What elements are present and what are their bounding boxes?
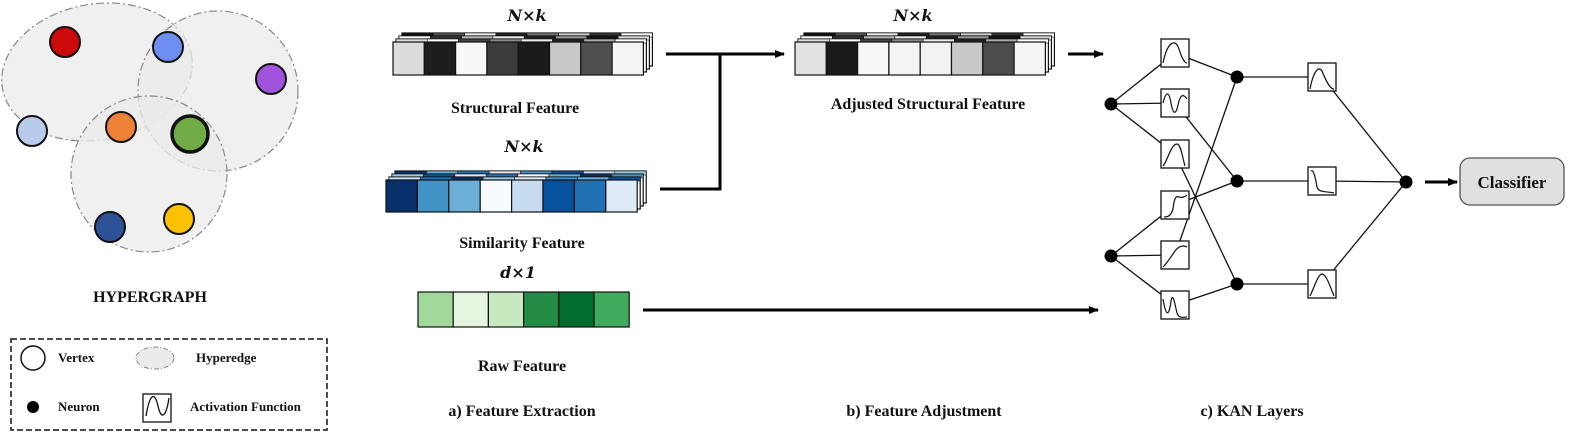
similarity-feature-cell bbox=[605, 179, 638, 213]
structural-feature-stack bbox=[392, 32, 653, 76]
adjusted-feature-cell bbox=[825, 41, 859, 76]
kan-edge bbox=[1174, 76, 1238, 256]
vertex-light-blue bbox=[16, 115, 48, 147]
neuron-node bbox=[1104, 97, 1118, 111]
similarity-feature-cell bbox=[542, 179, 575, 213]
vertex-dark-blue bbox=[94, 211, 126, 243]
legend-hyperedge-icon bbox=[135, 346, 175, 370]
hypergraph-panel: HYPERGRAPH bbox=[1, 2, 299, 306]
legend-hyperedge-label: Hyperedge bbox=[196, 350, 257, 365]
structural-feature-cell bbox=[392, 41, 425, 76]
legend-vertex-icon bbox=[20, 345, 46, 371]
similarity-feature-label: Similarity Feature bbox=[459, 235, 584, 252]
raw-feature-cell bbox=[593, 291, 630, 328]
kan-edge bbox=[1321, 181, 1407, 285]
vertex-red bbox=[49, 26, 81, 58]
kan-edges bbox=[1110, 52, 1407, 306]
classifier-label: Classifier bbox=[1478, 173, 1547, 192]
similarity-dim-label: N×k bbox=[503, 137, 543, 156]
adjusted-feature-cell bbox=[794, 41, 827, 76]
vertex-blue bbox=[152, 31, 184, 63]
feature-adjustment-panel: N×k Adjusted Structural Feature b) Featu… bbox=[794, 6, 1055, 420]
structural-feature-cell bbox=[517, 41, 551, 76]
activation-function-icon bbox=[1160, 190, 1190, 220]
adjusted-feature-cell bbox=[982, 41, 1015, 76]
raw-feature-vector bbox=[417, 291, 630, 328]
similarity-feature-cell bbox=[479, 179, 513, 213]
structural-feature-label: Structural Feature bbox=[451, 100, 579, 117]
neuron-node bbox=[1230, 70, 1244, 84]
vertex-yellow bbox=[163, 203, 195, 235]
raw-feature-cell bbox=[522, 291, 560, 328]
vertex-orange bbox=[105, 111, 137, 143]
similarity-to-merge-line bbox=[660, 54, 722, 191]
kan-section-label: c) KAN Layers bbox=[1200, 403, 1303, 420]
activation-function-icon bbox=[1160, 240, 1190, 270]
connectors bbox=[643, 50, 1458, 314]
activation-function-icon bbox=[1307, 269, 1337, 299]
feature-extraction-panel: N×k Structural Feature N×k Similarity Fe… bbox=[385, 6, 653, 420]
structural-feature-cell bbox=[611, 41, 644, 76]
activation-function-icon bbox=[1160, 290, 1190, 320]
activation-function-icon bbox=[1160, 139, 1190, 169]
classifier-box bbox=[1459, 157, 1565, 206]
neuron-node bbox=[1230, 174, 1244, 188]
adjusted-feature-cell bbox=[856, 41, 890, 76]
legend: Vertex Hyperedge Neuron Activation Funct… bbox=[10, 338, 328, 431]
structural-feature-cell bbox=[455, 41, 488, 76]
activation-function-icon bbox=[1160, 88, 1190, 118]
neuron-node bbox=[1230, 277, 1244, 291]
legend-box bbox=[10, 338, 328, 431]
adjusted-feature-cell bbox=[950, 41, 984, 76]
legend-neuron-icon bbox=[27, 401, 39, 413]
structural-feature-cell bbox=[548, 41, 582, 76]
hypergraph-title: HYPERGRAPH bbox=[93, 289, 207, 306]
similarity-feature-cell bbox=[511, 179, 544, 213]
raw-dim-label: d×1 bbox=[500, 263, 536, 282]
similarity-feature-cell bbox=[385, 179, 418, 213]
similarity-feature-cell bbox=[448, 179, 481, 213]
classifier: Classifier bbox=[1459, 157, 1565, 206]
adjusted-feature-cell bbox=[919, 41, 953, 76]
activation-function-icon bbox=[1307, 62, 1337, 92]
kan-neurons bbox=[1104, 70, 1413, 291]
adjusted-feature-stack bbox=[794, 32, 1055, 76]
neuron-node bbox=[1399, 175, 1413, 189]
raw-feature-cell bbox=[558, 291, 595, 328]
adjusted-feature-cell bbox=[1013, 41, 1046, 76]
activation-function-icon bbox=[1307, 166, 1337, 196]
similarity-feature-stack bbox=[385, 170, 647, 213]
adjusted-dim-label: N×k bbox=[892, 6, 932, 25]
similarity-feature-cell bbox=[416, 179, 450, 213]
vertex-green bbox=[170, 114, 210, 154]
structural-feature-cell bbox=[423, 41, 457, 76]
legend-activation-icon bbox=[142, 393, 172, 423]
structural-feature-cell bbox=[580, 41, 613, 76]
kan-edge bbox=[1321, 76, 1407, 183]
raw-feature-label: Raw Feature bbox=[478, 358, 566, 375]
kan-activation-boxes bbox=[1160, 38, 1337, 320]
feature-extraction-section-label: a) Feature Extraction bbox=[448, 403, 595, 420]
feature-adjustment-section-label: b) Feature Adjustment bbox=[846, 403, 1002, 420]
neuron-node bbox=[1104, 249, 1118, 263]
kan-layers-panel: c) KAN Layers bbox=[1104, 38, 1413, 420]
structural-dim-label: N×k bbox=[506, 6, 546, 25]
activation-function-icon bbox=[1160, 38, 1190, 68]
legend-vertex-label: Vertex bbox=[58, 350, 95, 365]
adjusted-feature-label: Adjusted Structural Feature bbox=[831, 96, 1025, 113]
raw-feature-cell bbox=[417, 291, 454, 328]
raw-feature-cell bbox=[452, 291, 490, 328]
similarity-feature-cell bbox=[573, 179, 607, 213]
vertex-purple bbox=[255, 63, 287, 95]
structural-feature-cell bbox=[486, 41, 519, 76]
adjusted-feature-cell bbox=[888, 41, 921, 76]
raw-feature-cell bbox=[487, 291, 525, 328]
legend-activation-label: Activation Function bbox=[190, 399, 302, 414]
legend-neuron-label: Neuron bbox=[58, 399, 100, 414]
kan-edge bbox=[1174, 153, 1238, 285]
